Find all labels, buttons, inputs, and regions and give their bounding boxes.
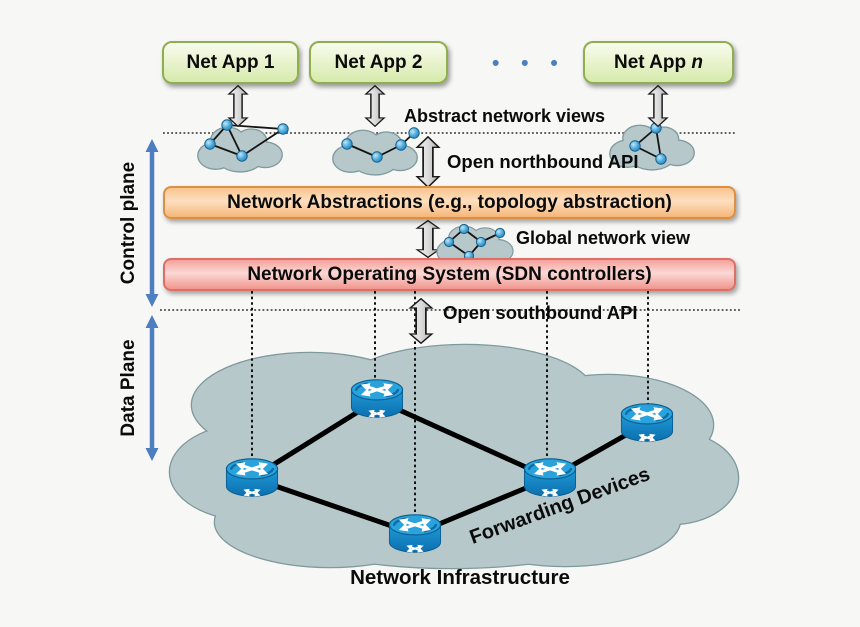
network-infrastructure-label: Network Infrastructure bbox=[350, 566, 570, 589]
net-app-2-box: Net App 2 bbox=[309, 41, 448, 84]
app-api-arrow-n bbox=[648, 85, 668, 127]
abstract-view-cloud-1 bbox=[196, 119, 289, 173]
northbound-api-arrow bbox=[416, 136, 440, 188]
network-abstractions-bar: Network Abstractions (e.g., topology abs… bbox=[163, 186, 736, 219]
data-plane-extent-arrow bbox=[145, 315, 159, 461]
net-app-n-label-prefix: Net App bbox=[613, 52, 692, 73]
net-app-1-box: Net App 1 bbox=[162, 41, 299, 84]
app-api-arrow-2 bbox=[365, 85, 385, 127]
open-southbound-api-label: Open southbound API bbox=[443, 302, 638, 323]
control-plane-label: Control plane bbox=[118, 161, 139, 285]
network-infrastructure-cloud bbox=[168, 343, 740, 570]
abstract-view-cloud-2 bbox=[331, 127, 420, 176]
net-app-n-box: Net App n bbox=[583, 41, 734, 84]
network-operating-system-label: Network Operating System (SDN controller… bbox=[247, 264, 652, 285]
apps-ellipsis: • • • bbox=[492, 52, 566, 75]
global-view-arrow bbox=[416, 220, 440, 258]
net-app-2-label: Net App 2 bbox=[334, 52, 423, 73]
abstract-network-views-label: Abstract network views bbox=[404, 106, 606, 126]
control-plane-extent-arrow bbox=[145, 139, 159, 307]
forwarding-device-icon bbox=[389, 515, 440, 552]
forwarding-device-icon bbox=[226, 459, 277, 496]
southbound-api-arrow bbox=[409, 298, 433, 344]
controller-device-dotted-links bbox=[251, 291, 649, 524]
network-abstractions-label: Network Abstractions (e.g., topology abs… bbox=[227, 192, 672, 213]
global-network-view-label: Global network view bbox=[516, 228, 691, 248]
data-plane-label: Data Plane bbox=[118, 339, 139, 437]
network-operating-system-bar: Network Operating System (SDN controller… bbox=[163, 258, 736, 291]
forwarding-device-icon bbox=[351, 380, 402, 417]
net-app-n-label-suffix: n bbox=[691, 52, 703, 73]
open-northbound-api-label: Open northbound API bbox=[447, 151, 639, 172]
app-api-arrow-1 bbox=[228, 85, 248, 127]
net-app-1-label: Net App 1 bbox=[186, 52, 275, 73]
abstract-view-cloud-n bbox=[608, 122, 696, 171]
forwarding-device-icon bbox=[621, 404, 672, 441]
